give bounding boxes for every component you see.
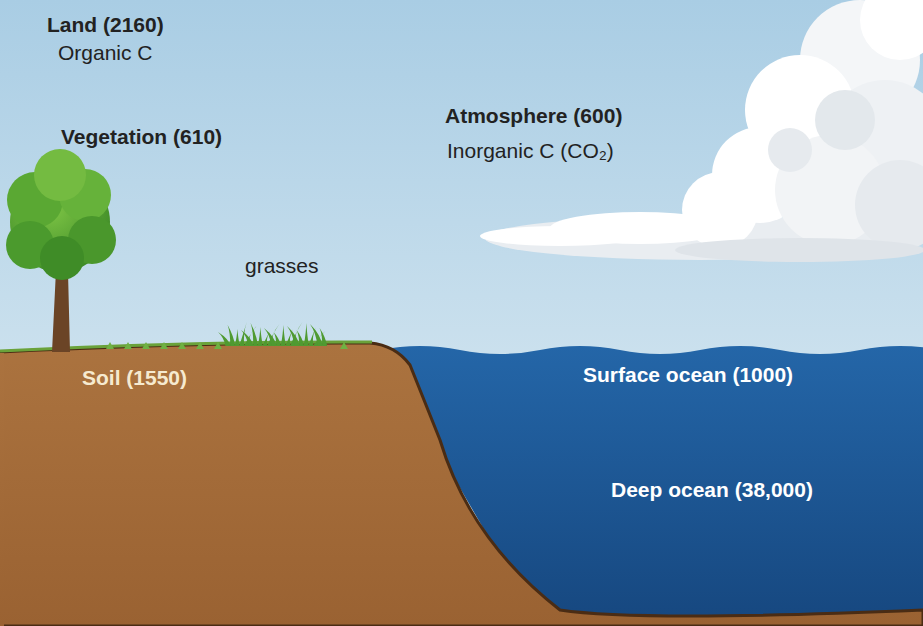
pool-heading: Land (2160) xyxy=(47,13,164,37)
carbon-type: Organic C xyxy=(58,41,153,65)
plant-label: grasses xyxy=(245,254,319,278)
land xyxy=(0,343,923,626)
pool-label: Deep ocean (38,000) xyxy=(611,478,813,502)
pool-label: Atmosphere (600) xyxy=(445,104,622,128)
cloud xyxy=(480,0,923,262)
pool-label: Surface ocean (1000) xyxy=(583,363,793,387)
tree xyxy=(6,149,116,352)
carbon-type: Inorganic C (CO₂) xyxy=(447,139,614,163)
pool-label: Vegetation (610) xyxy=(61,125,222,149)
grass-clump xyxy=(218,322,327,346)
pool-label: Soil (1550) xyxy=(82,366,187,390)
grass-tufts xyxy=(106,342,348,349)
